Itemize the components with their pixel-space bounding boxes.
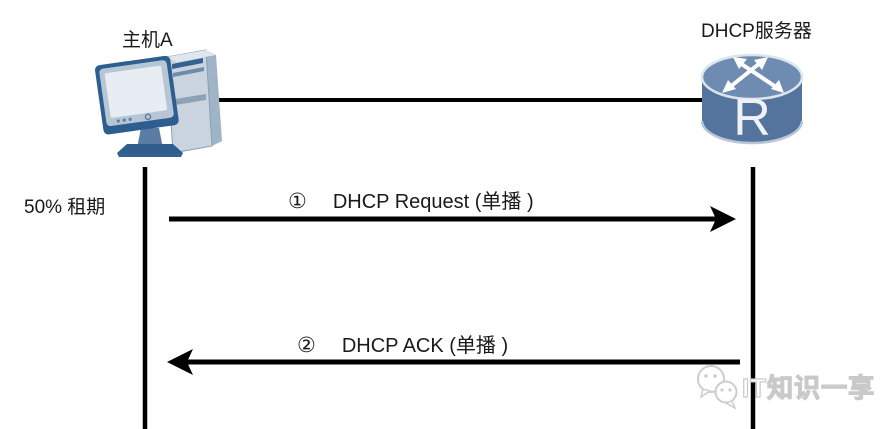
ack-message-text: DHCP ACK (单播 ) bbox=[341, 335, 509, 357]
router-arrows-glyph bbox=[728, 61, 778, 89]
request-message-label: ① DHCP Request (单播 ) bbox=[288, 185, 534, 214]
wechat-icon bbox=[697, 365, 738, 410]
lease-annotation: 50% 租期 bbox=[24, 197, 106, 218]
watermark-text: IT知识一享 bbox=[741, 372, 876, 403]
request-step-number: ① bbox=[288, 190, 307, 213]
server-label: DHCP服务器 bbox=[701, 21, 812, 42]
desktop-computer-icon bbox=[95, 49, 222, 157]
ack-step-number: ② bbox=[297, 334, 316, 357]
host-label: 主机A bbox=[122, 30, 173, 51]
router-icon: R bbox=[700, 53, 804, 147]
router-letter: R bbox=[733, 89, 771, 147]
watermark: IT知识一享 bbox=[692, 360, 875, 412]
ack-message-label: ② DHCP ACK (单播 ) bbox=[297, 329, 508, 358]
request-message-text: DHCP Request (单播 ) bbox=[332, 191, 534, 213]
